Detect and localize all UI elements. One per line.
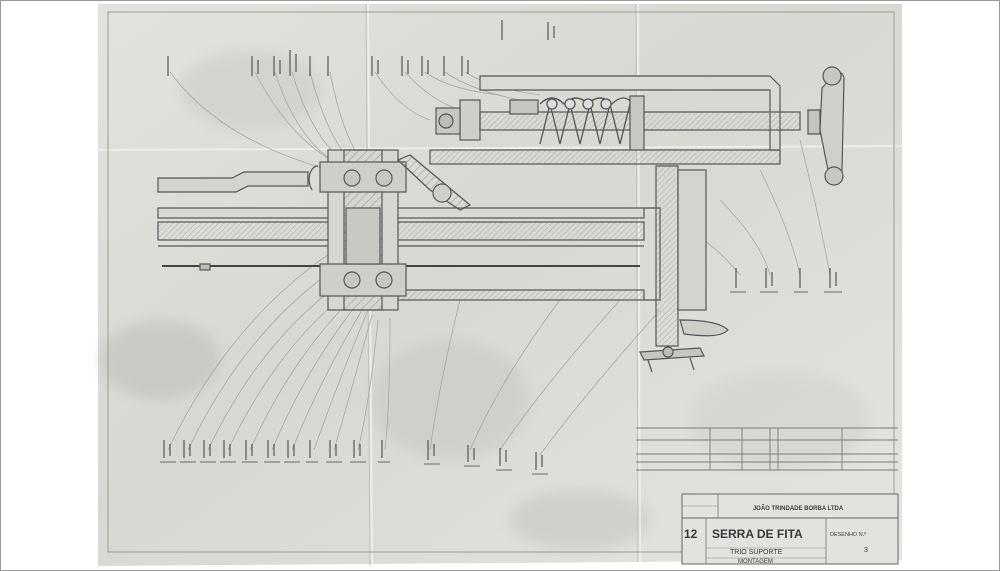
paper-stains xyxy=(100,50,870,550)
leader-lines xyxy=(167,71,831,456)
drawing-number: 3 xyxy=(864,547,868,554)
revision-table xyxy=(636,427,898,471)
saw-assembly xyxy=(157,66,845,373)
part-callout-marks xyxy=(163,20,837,470)
title-block xyxy=(681,493,899,565)
company-name: JOÃO TRINDADE BORBA LTDA xyxy=(753,505,844,512)
sheet-number: 12 xyxy=(684,527,698,541)
drawing-number-label: DESENHO N.º xyxy=(830,531,866,538)
drawing-border xyxy=(107,11,895,553)
callout-underlines xyxy=(160,291,842,475)
machine-name: SERRA DE FITA xyxy=(712,527,803,541)
drawing-subtitle-2: MONTAGEM xyxy=(738,559,773,565)
drawing-subtitle: TRIO SUPORTE xyxy=(730,549,783,556)
